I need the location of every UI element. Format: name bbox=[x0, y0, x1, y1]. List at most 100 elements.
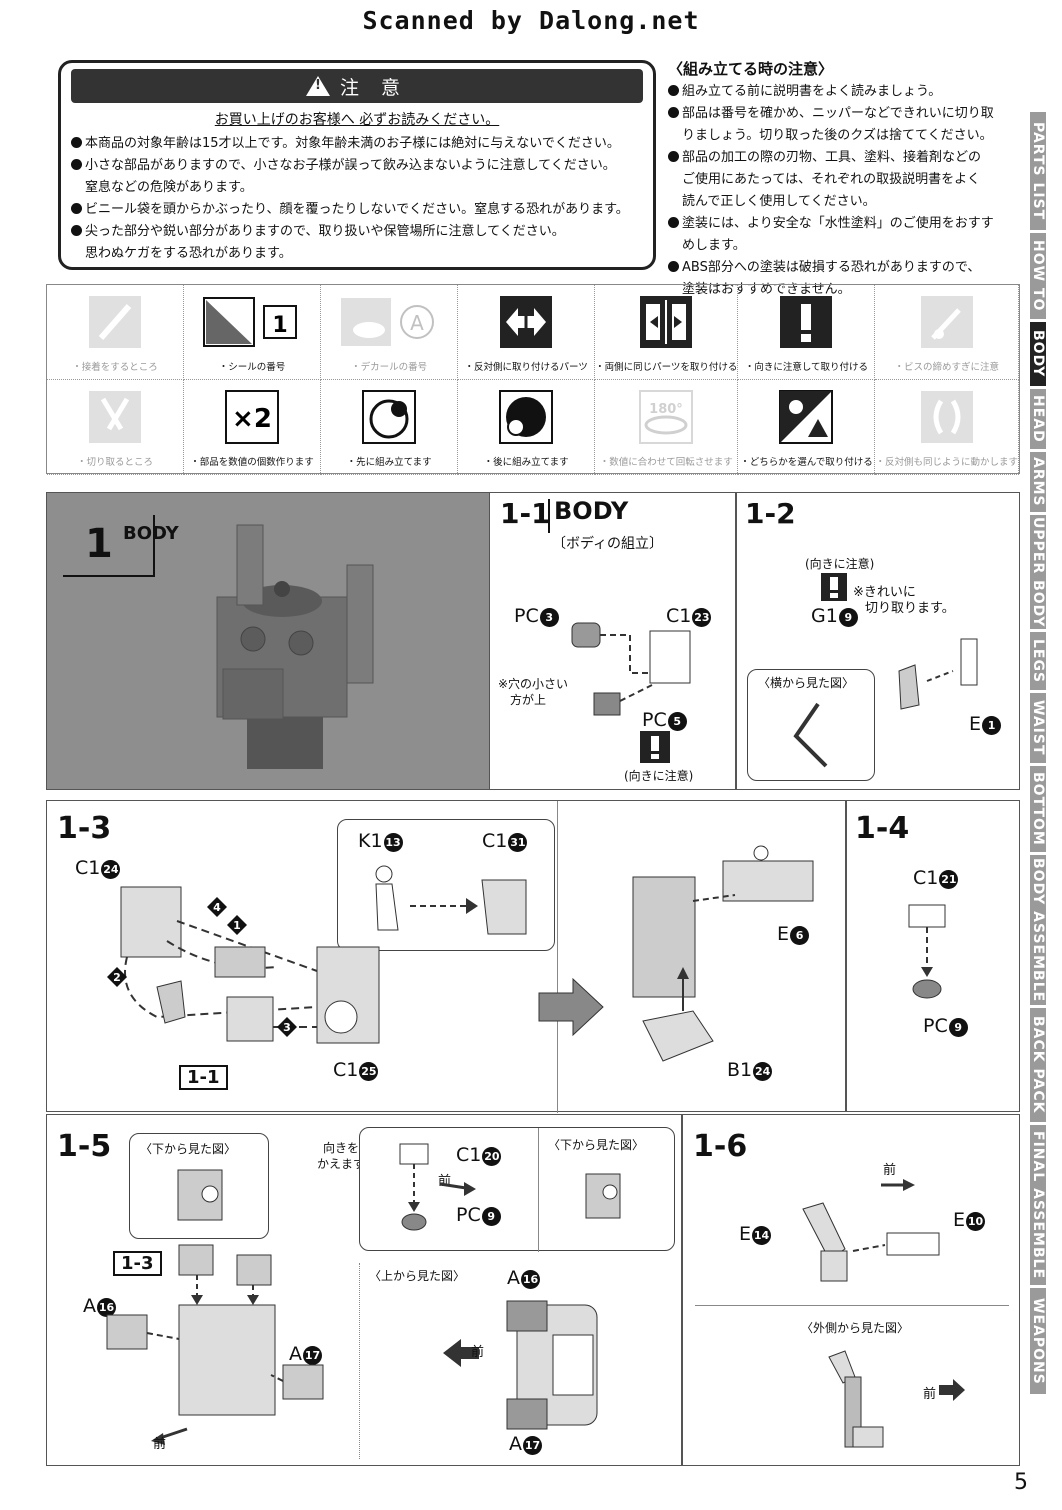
choose-one-icon bbox=[779, 390, 834, 444]
tab-arms[interactable]: ARMS bbox=[1030, 452, 1046, 512]
body-with-legs-diagram bbox=[106, 1244, 324, 1445]
bottom-view-diagram bbox=[177, 1169, 223, 1221]
tab-final-assemble[interactable]: FINAL ASSEMBLE bbox=[1030, 1125, 1046, 1285]
both-sides-icon bbox=[640, 296, 693, 348]
bottom-view-diagram bbox=[585, 1173, 621, 1219]
tab-how-to[interactable]: HOW TO bbox=[1030, 233, 1046, 319]
caution-orientation-icon bbox=[821, 573, 847, 601]
legend-cell: ・向きに注意して取り付ける bbox=[738, 285, 876, 380]
caution-line: 尖った部分や鋭い部分がありますので、取り扱いや保管場所に注意してください。 bbox=[71, 221, 643, 243]
svg-text:2: 2 bbox=[113, 971, 121, 984]
bullet-icon bbox=[668, 151, 679, 162]
legend-cell: ・切り取るところ bbox=[47, 380, 185, 475]
tab-head[interactable]: HEAD bbox=[1030, 389, 1046, 449]
notes-line: ABS部分への塗装は破損する恐れがありますので、 bbox=[668, 257, 1028, 279]
assembly-notes: 〈組み立てる時の注意〉 組み立てる前に説明書をよく読みましょう。 部品は番号を確… bbox=[668, 58, 1028, 301]
bullet-icon bbox=[668, 217, 679, 228]
outer-view-title: 〈外側から見た図〉 bbox=[801, 1321, 910, 1335]
legend-cell: ×2 ・部品を数値の個数作ります bbox=[184, 380, 322, 475]
tab-parts-list[interactable]: PARTS LIST bbox=[1030, 112, 1046, 230]
step-subtitle: 〔ボディの組立〕 bbox=[552, 536, 664, 552]
legend-cell: 1 ・シールの番号 bbox=[184, 285, 322, 380]
caution-orientation-icon bbox=[640, 731, 670, 763]
multiply-count-icon: ×2 bbox=[225, 390, 280, 444]
bottom-view-title: 〈下から見た図〉 bbox=[548, 1138, 645, 1152]
orientation-note: (向きに注意) bbox=[624, 769, 694, 783]
scan-credit: Scanned by Dalong.net bbox=[362, 6, 700, 35]
symbol-legend: ・接着をするところ 1 ・シールの番号 A ・デカールの番号 ・反対側に取り付け… bbox=[46, 284, 1020, 475]
step-title: BODY bbox=[554, 497, 629, 525]
bullet-icon bbox=[71, 203, 82, 214]
side-view-box: 〈横から見た図〉 bbox=[747, 669, 875, 781]
hole-note: 方が上 bbox=[510, 693, 547, 707]
nipper-icon bbox=[89, 391, 142, 443]
front-label: 前 bbox=[153, 1437, 167, 1452]
tab-body[interactable]: BODY bbox=[1030, 322, 1046, 386]
legend-cell: ・ビスの締めすぎに注意 bbox=[875, 285, 1019, 380]
tab-bottom[interactable]: BOTTOM bbox=[1030, 766, 1046, 852]
caution-line: ビニール袋を頭からかぶったり、顔を覆ったりしないでください。窒息する恐れがありま… bbox=[71, 199, 643, 221]
caution-orientation-icon bbox=[780, 296, 833, 348]
front-arrow-icon bbox=[443, 1339, 479, 1367]
step-number: 1-4 bbox=[855, 811, 910, 846]
outer-view-diagram bbox=[828, 1350, 884, 1448]
caution-header: 注 意 bbox=[71, 69, 643, 103]
divider bbox=[538, 1128, 539, 1252]
step-number: 1-5 bbox=[57, 1129, 112, 1164]
part-diagram bbox=[571, 622, 691, 716]
part-diagram bbox=[898, 638, 978, 710]
svg-text:A: A bbox=[410, 311, 424, 335]
tab-back-pack[interactable]: BACK PACK bbox=[1030, 1008, 1046, 1122]
tab-waist[interactable]: WAIST bbox=[1030, 693, 1046, 763]
pilot-figure-diagram bbox=[375, 865, 527, 935]
assemble-later-icon bbox=[499, 390, 554, 444]
svg-text:3: 3 bbox=[283, 1021, 291, 1034]
notes-line: 読んで正しく使用してください。 bbox=[682, 194, 876, 209]
part-diagram bbox=[908, 904, 946, 999]
divider bbox=[557, 801, 558, 1113]
step-number: 1-2 bbox=[745, 497, 796, 530]
tab-body-assemble[interactable]: BODY ASSEMBLE bbox=[1030, 855, 1046, 1005]
top-view-title: 〈上から見た図〉 bbox=[369, 1269, 466, 1283]
section-index: PARTS LIST HOW TO BODY HEAD ARMS UPPER B… bbox=[1030, 112, 1058, 1397]
front-label: 前 bbox=[883, 1163, 897, 1178]
bullet-icon bbox=[71, 137, 82, 148]
side-view-diagram bbox=[793, 702, 828, 768]
divider bbox=[548, 499, 550, 533]
caution-title: 注 意 bbox=[339, 76, 409, 99]
reference-step-label: 1-1 bbox=[179, 1065, 228, 1090]
notes-line: 塗装はおすすめできません。 bbox=[682, 282, 851, 297]
legend-cell: 180° ・数値に合わせて回転させます bbox=[595, 380, 739, 475]
front-label: 前 bbox=[471, 1345, 485, 1360]
caution-box: 注 意 お買い上げのお客様へ 必ずお読みください。 本商品の対象年齢は15才以上… bbox=[58, 60, 656, 270]
legend-cell: ・後に組み立てます bbox=[458, 380, 596, 475]
tab-legs[interactable]: LEGS bbox=[1030, 632, 1046, 690]
orientation-note: (向きに注意) bbox=[805, 557, 875, 571]
tab-upper-body[interactable]: UPPER BODY bbox=[1030, 515, 1046, 629]
legend-cell: ・どちらかを選んで取り付ける bbox=[738, 380, 876, 475]
tab-weapons[interactable]: WEAPONS bbox=[1030, 1288, 1046, 1394]
svg-text:1: 1 bbox=[233, 919, 241, 932]
step-title: BODY bbox=[123, 523, 179, 544]
legend-cell: ・反対側も同じように動かします bbox=[875, 380, 1019, 475]
legend-cell: ・先に組み立てます bbox=[321, 380, 459, 475]
